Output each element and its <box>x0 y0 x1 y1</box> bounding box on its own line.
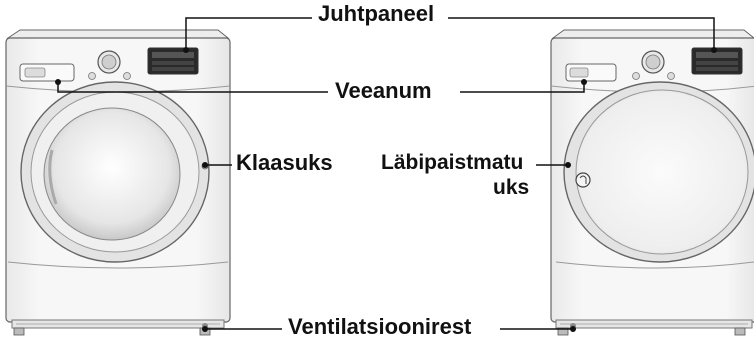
leader-lines <box>55 17 717 332</box>
leader-drawer-right <box>460 82 585 93</box>
leader-control-right <box>448 17 715 50</box>
left-glass-door <box>43 107 181 241</box>
label-control-panel: Juhtpaneel <box>318 1 435 26</box>
label-opaque-door-line2: uks <box>493 176 530 199</box>
leader-control-left <box>185 17 312 50</box>
right-opaque-door <box>575 89 749 255</box>
left-dryer-lid <box>6 29 230 39</box>
label-water-drawer: Veeanum <box>335 78 432 103</box>
door-handle-icon <box>575 172 591 188</box>
label-glass-door: Klaasuks <box>236 150 333 175</box>
label-opaque-door-line1: Läbipaistmatu <box>381 151 524 174</box>
right-dryer-lid <box>551 29 754 39</box>
left-dryer <box>5 29 231 336</box>
label-vent-grille: Ventilatsioonirest <box>288 314 472 339</box>
leader-drawer-left <box>57 82 328 93</box>
right-dryer <box>550 29 754 336</box>
